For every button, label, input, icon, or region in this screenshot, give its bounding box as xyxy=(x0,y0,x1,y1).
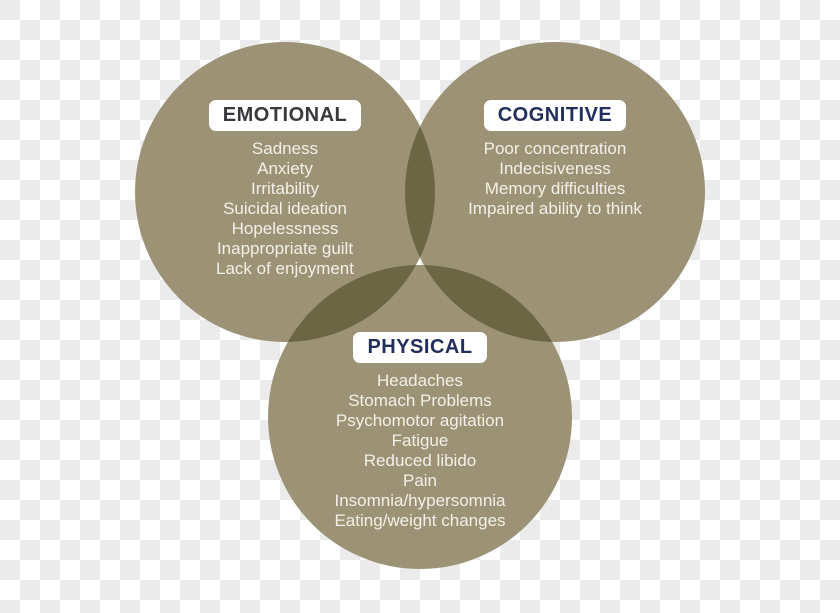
list-item: Fatigue xyxy=(391,431,449,450)
cognitive-circle xyxy=(405,42,705,342)
list-item: Impaired ability to think xyxy=(468,199,642,218)
list-item: Eating/weight changes xyxy=(334,511,506,530)
list-item: Memory difficulties xyxy=(484,179,626,198)
list-item: Stomach Problems xyxy=(348,391,492,410)
list-item: Anxiety xyxy=(257,159,313,178)
cognitive-label: COGNITIVE xyxy=(483,100,627,131)
physical-item-list: Headaches Stomach Problems Psychomotor a… xyxy=(270,371,570,531)
emotional-label: EMOTIONAL xyxy=(208,100,362,131)
list-item: Insomnia/hypersomnia xyxy=(334,491,506,510)
list-item: Suicidal ideation xyxy=(223,199,347,218)
list-item: Reduced libido xyxy=(363,451,477,470)
physical-section: PHYSICAL Headaches Stomach Problems Psyc… xyxy=(270,332,570,531)
list-item: Poor concentration xyxy=(483,139,627,158)
list-item: Hopelessness xyxy=(231,219,339,238)
list-item: Lack of enjoyment xyxy=(216,259,354,278)
list-item: Indecisiveness xyxy=(499,159,611,178)
list-item: Sadness xyxy=(251,139,319,158)
list-item: Psychomotor agitation xyxy=(335,411,505,430)
list-item: Headaches xyxy=(376,371,463,390)
emotional-item-list: Sadness Anxiety Irritability Suicidal id… xyxy=(135,139,435,279)
cognitive-item-list: Poor concentration Indecisiveness Memory… xyxy=(405,139,705,219)
list-item: Irritability xyxy=(250,179,319,198)
list-item: Inappropriate guilt xyxy=(216,239,354,258)
list-item: Pain xyxy=(402,471,438,490)
emotional-section: EMOTIONAL Sadness Anxiety Irritability S… xyxy=(135,100,435,279)
physical-label: PHYSICAL xyxy=(353,332,487,363)
physical-circle xyxy=(268,265,572,569)
cognitive-section: COGNITIVE Poor concentration Indecisiven… xyxy=(405,100,705,219)
